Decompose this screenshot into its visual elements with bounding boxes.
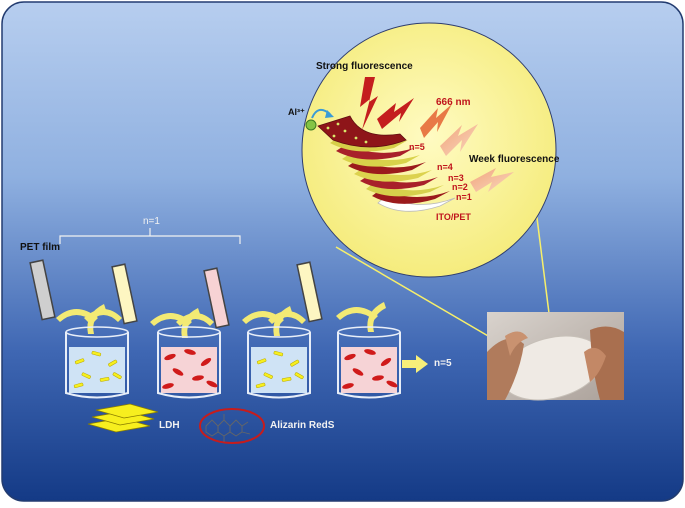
emission-arrow-icon <box>360 77 378 130</box>
beaker-ldh-1 <box>65 326 129 399</box>
callout-line <box>335 246 496 341</box>
layer-label-n1: n=1 <box>456 192 472 202</box>
film-layer-top <box>317 115 407 148</box>
pet-film-strips <box>29 259 323 329</box>
emission-arrow-icon <box>470 168 514 192</box>
ldh-legend-icon <box>87 403 159 433</box>
ldh-legend-label: LDH <box>159 420 180 431</box>
film-layer-4 <box>336 145 414 160</box>
alizarin-legend-label: Alizarin RedS <box>270 420 335 431</box>
emission-arrow-icon <box>440 124 478 156</box>
cycle-brace <box>59 228 241 244</box>
pet-film-strip <box>111 263 138 325</box>
film-layer-1 <box>372 189 450 204</box>
emission-arrow-icon <box>377 98 414 129</box>
al-ion-label: Al³⁺ <box>288 107 305 117</box>
layer-label-n2: n=2 <box>452 182 468 192</box>
cycle-label: n=1 <box>143 216 160 227</box>
al-ion-icon <box>305 119 317 131</box>
layer-label-n5: n=5 <box>409 142 425 152</box>
sample-photo <box>487 312 624 401</box>
strong-fluorescence-label: Strong fluorescence <box>316 61 413 72</box>
beaker-alizarin-2 <box>337 326 401 399</box>
film-layer-2 <box>360 175 438 190</box>
wavelength-label: 666 nm <box>436 97 471 108</box>
week-fluorescence-label: Week fluorescence <box>469 154 560 165</box>
film-layer-4y <box>330 137 408 152</box>
arrowhead-icon <box>325 110 334 118</box>
layer-label-n3: n=3 <box>448 173 464 183</box>
pet-film-strip <box>29 259 56 321</box>
pet-film-strip <box>203 267 230 329</box>
layered-film-stack <box>317 115 456 212</box>
pet-film-label: PET film <box>20 242 61 253</box>
repeat-label: n=5 <box>434 358 452 369</box>
substrate-label: ITO/PET <box>436 212 471 222</box>
alizarin-legend-icon <box>199 408 265 444</box>
layer-label-n4: n=4 <box>437 162 453 172</box>
beaker-ldh-2 <box>247 326 311 399</box>
emission-arrow-icon <box>420 104 452 138</box>
repeat-arrow-icon <box>402 355 428 373</box>
pet-film-strip <box>296 261 323 323</box>
beaker-alizarin-1 <box>157 326 221 399</box>
film-layer-3 <box>348 160 426 175</box>
film-layer-1y <box>366 182 444 197</box>
